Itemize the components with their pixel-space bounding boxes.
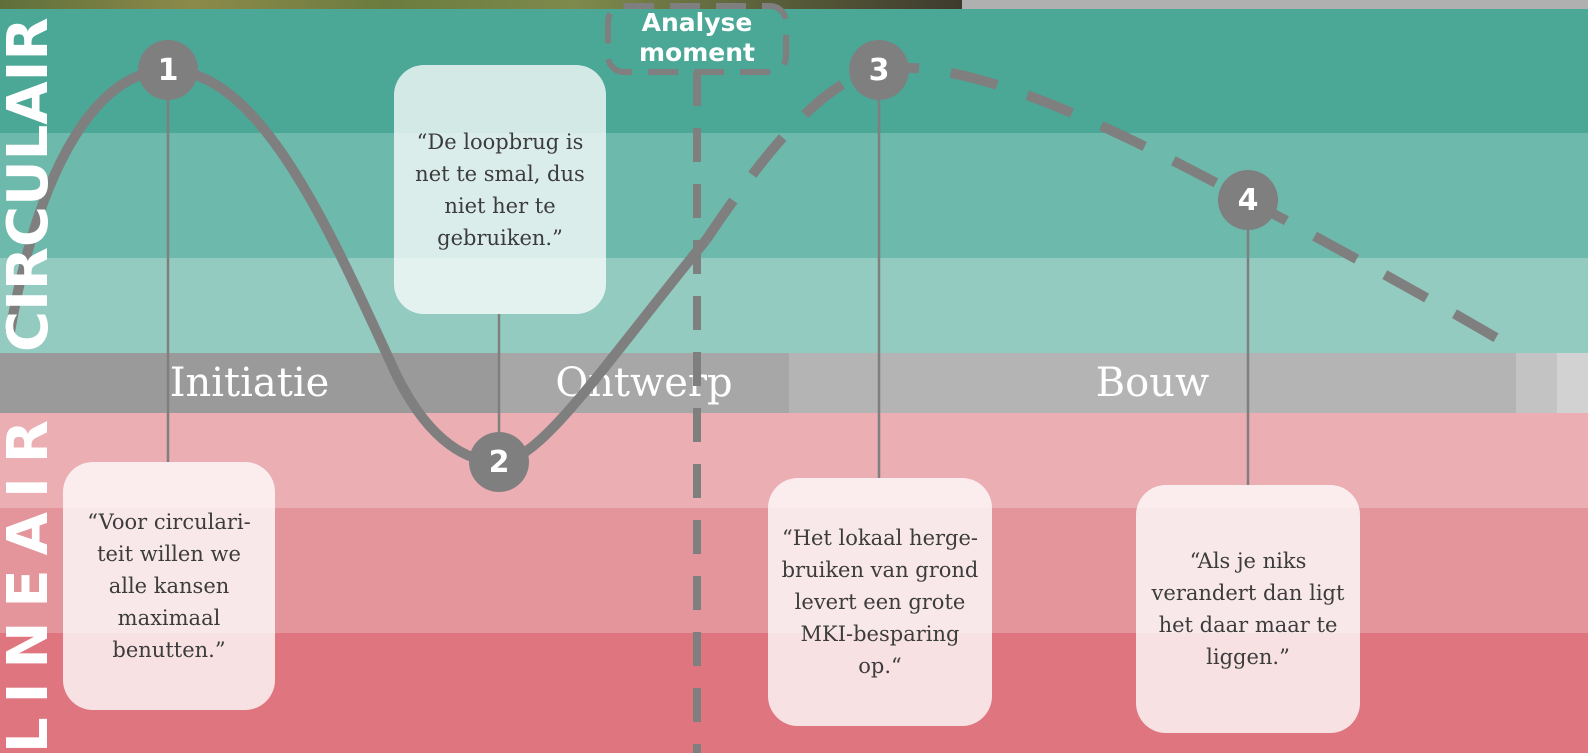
- photo-strip: [0, 0, 962, 9]
- marker-number: 3: [868, 52, 890, 88]
- circulair-band-3: [0, 258, 1588, 353]
- phase-ontwerp: Ontwerp: [499, 353, 789, 413]
- phase-label: Bouw: [1095, 360, 1210, 406]
- phase-end-block-1: [1516, 353, 1557, 413]
- quote-text: “Voor circulari-teit willen we alle kans…: [87, 510, 251, 662]
- marker-number: 1: [157, 52, 179, 88]
- phase-end-block-2: [1557, 353, 1588, 413]
- quote-box-2: “De loopbrug is net te smal, dus niet he…: [394, 65, 606, 314]
- side-label-circulair: CIRCULAIR: [0, 17, 61, 352]
- top-grey-strip: [962, 0, 1588, 9]
- analyse-moment-label: Analyse moment: [606, 8, 788, 72]
- marker-2: 2: [469, 432, 529, 492]
- quote-box-1: “Voor circulari-teit willen we alle kans…: [63, 462, 275, 710]
- phase-label: Initiatie: [169, 360, 330, 406]
- analyse-frame: [605, 3, 789, 75]
- quote-box-4: “Als je niks verandert dan ligt het daar…: [1136, 485, 1360, 733]
- circulair-dashed-curve: [701, 62, 1525, 358]
- marker-3: 3: [849, 40, 909, 100]
- lineair-curve: [5, 64, 710, 468]
- side-label-lineair: LINEAIR: [0, 406, 61, 753]
- marker-number: 4: [1237, 182, 1259, 218]
- marker-number: 2: [488, 444, 510, 480]
- marker-1: 1: [138, 40, 198, 100]
- circulair-band-1: [0, 9, 1588, 133]
- quote-text: “Als je niks verandert dan ligt het daar…: [1151, 549, 1345, 669]
- phase-bouw: Bouw: [789, 353, 1516, 413]
- quote-text: “De loopbrug is net te smal, dus niet he…: [415, 129, 585, 250]
- analyse-label-line-2: moment: [639, 38, 755, 67]
- analyse-label-line-1: Analyse: [641, 8, 753, 37]
- quote-box-3: “Het lokaal herge-bruiken van grond leve…: [768, 478, 992, 726]
- marker-4: 4: [1218, 170, 1278, 230]
- quote-text: “Het lokaal herge-bruiken van grond leve…: [781, 526, 979, 678]
